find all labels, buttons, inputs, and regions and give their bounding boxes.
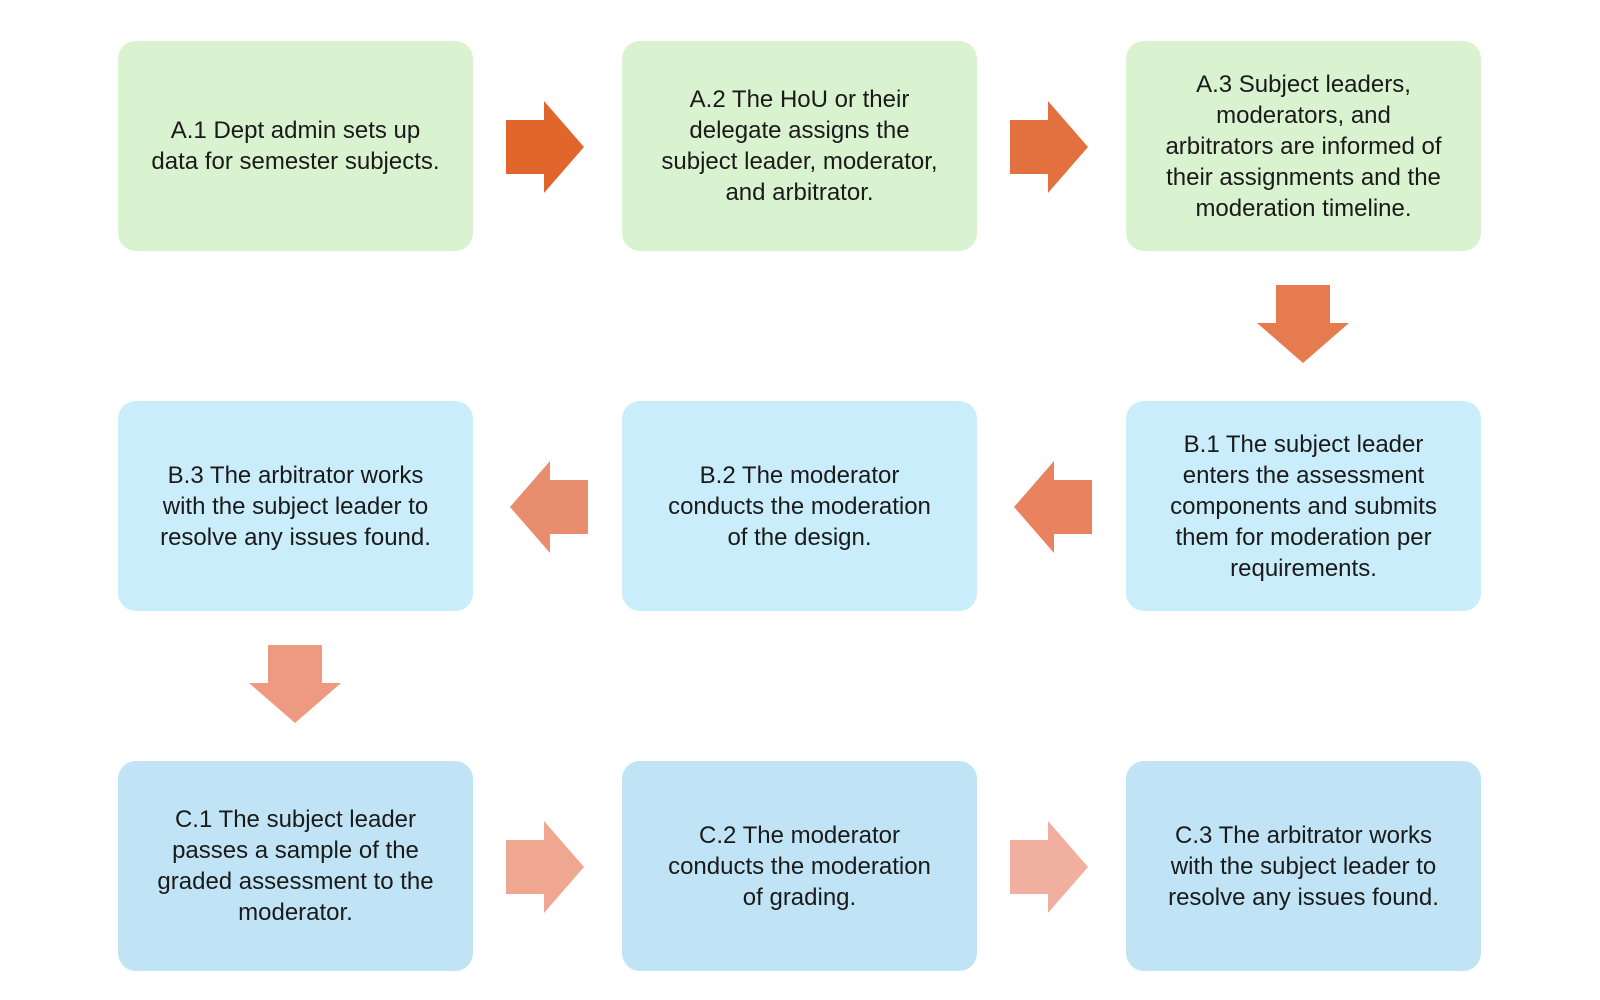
step-b3-text: B.3 The arbitrator works with the subjec… (160, 461, 431, 551)
step-b2-box: B.2 The moderator conducts the moderatio… (622, 401, 977, 611)
step-a3-text: A.3 Subject leaders, moderators, and arb… (1165, 70, 1442, 222)
step-a1-box: A.1 Dept admin sets up data for semester… (118, 41, 473, 251)
step-c2-text: C.2 The moderator conducts the moderatio… (668, 821, 931, 911)
step-a3-box: A.3 Subject leaders, moderators, and arb… (1126, 41, 1481, 251)
arrow-right-icon (1010, 821, 1088, 913)
arrow-right-icon (506, 101, 584, 193)
arrow-right-icon (506, 821, 584, 913)
step-b2-text: B.2 The moderator conducts the moderatio… (668, 461, 931, 551)
arrow-right-icon (1010, 101, 1088, 193)
arrow-left-icon (1014, 461, 1092, 553)
step-a2-box: A.2 The HoU or their delegate assigns th… (622, 41, 977, 251)
arrow-down-icon (1257, 285, 1349, 363)
step-b1-box: B.1 The subject leader enters the assess… (1126, 401, 1481, 611)
step-a2-text: A.2 The HoU or their delegate assigns th… (661, 86, 938, 206)
step-b1-text: B.1 The subject leader enters the assess… (1170, 430, 1437, 582)
step-c2-box: C.2 The moderator conducts the moderatio… (622, 761, 977, 971)
step-c3-box: C.3 The arbitrator works with the subjec… (1126, 761, 1481, 971)
step-c3-text: C.3 The arbitrator works with the subjec… (1168, 821, 1439, 911)
step-b3-box: B.3 The arbitrator works with the subjec… (118, 401, 473, 611)
step-a1-text: A.1 Dept admin sets up data for semester… (151, 117, 440, 175)
step-c1-text: C.1 The subject leader passes a sample o… (157, 806, 434, 926)
step-c1-box: C.1 The subject leader passes a sample o… (118, 761, 473, 971)
arrow-left-icon (510, 461, 588, 553)
arrow-down-icon (249, 645, 341, 723)
